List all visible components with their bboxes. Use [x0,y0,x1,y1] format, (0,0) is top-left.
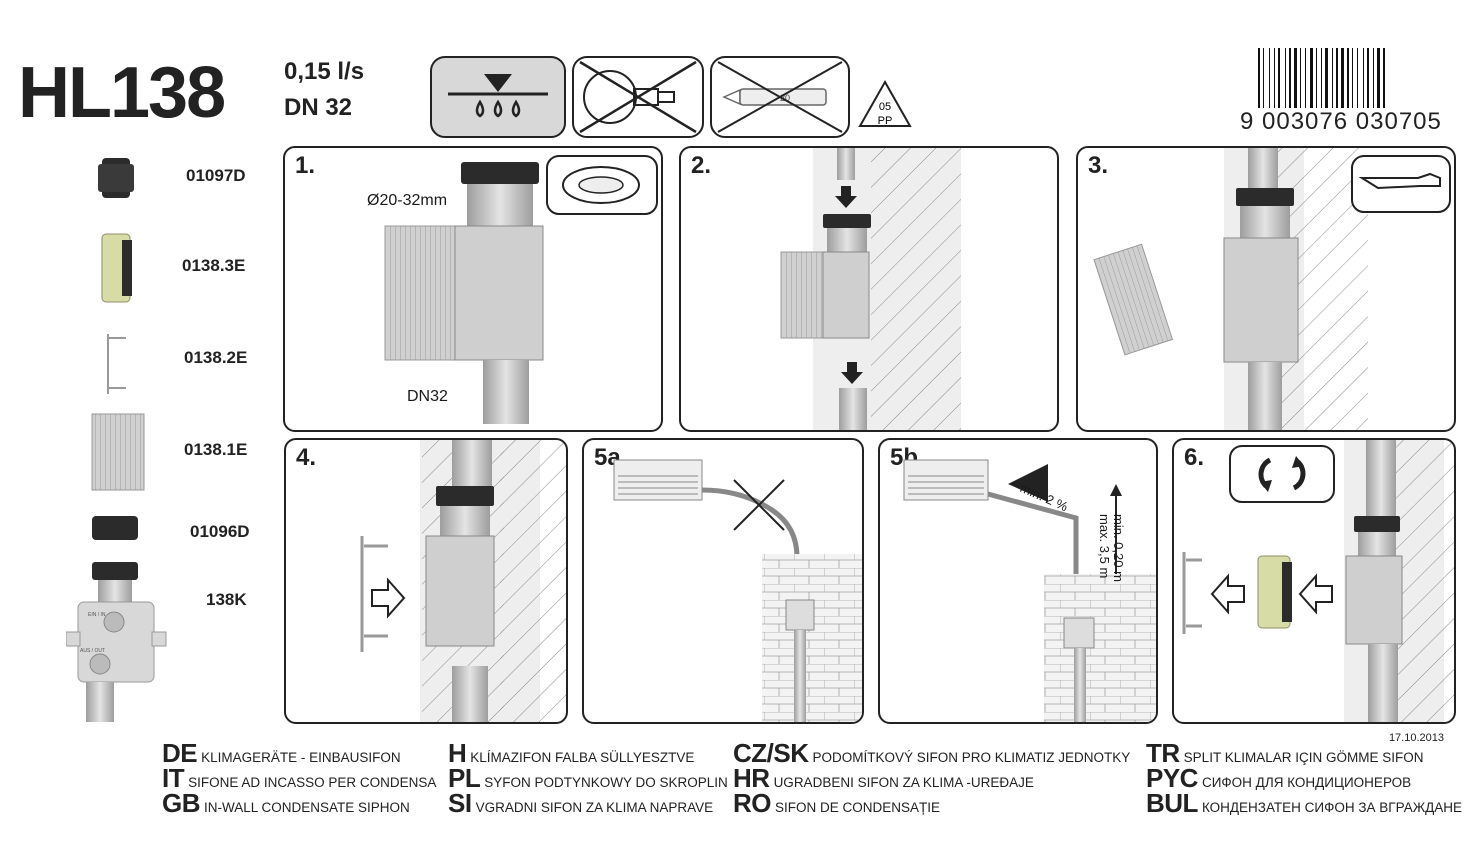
step-label: 6. [1184,444,1205,471]
step-1-panel: 1. Ø20-32mm DN32 [283,146,663,432]
barcode-number: 9 003076 030705 [1240,108,1442,135]
height-max-label: max. 3,5 m [1097,514,1112,579]
step-6-panel: 6. [1172,438,1456,724]
model-title: HL138 [18,53,226,133]
step-label: 4. [296,444,317,471]
step-2-panel: 2. [679,146,1059,432]
part-frame-icon [102,332,132,396]
barcode [1258,48,1448,110]
step-3-panel: 3. [1076,146,1456,432]
part-gasket-icon [96,154,136,202]
language-entry: TRSplit klimalar için gömme sifon [1146,738,1424,768]
part-code: 01097D [186,166,246,185]
document-date: 17.10.2013 [1388,732,1444,744]
language-entry: HKlímazifon falba süllyesztve [448,738,695,768]
recycle-code: 05 [879,101,891,113]
language-entry: PYCСифон для кондиционеров [1146,763,1412,793]
part-extension-icon [90,412,146,492]
svg-text:20: 20 [780,93,790,103]
step-label: 3. [1088,152,1109,179]
step-label: 1. [295,152,316,179]
part-siphon-body-icon: EIN / IN AUS / OUT [66,560,176,724]
language-entry: DEKlimageräte - Einbausifon [162,738,401,768]
part-nut-icon [90,514,140,542]
drip-level-icon [430,56,566,138]
language-entry: ROSifon de condensație [733,788,941,818]
language-entry: PLSyfon podtynkowy do skroplin [448,763,728,793]
language-entry: ITSifone ad incasso per condensa [162,763,437,793]
language-entry: HRUgradbeni sifon za klima -uređaje [733,763,1034,793]
step-5b-panel: 5b. min. 2 % min. 0,20 m max. 3,5 m [878,438,1158,724]
language-entry: SIVgradni sifon za klima naprave [448,788,714,818]
language-entry: CZ/SKPodomítkový sifon pro klimatiz jedn… [733,738,1131,768]
no-torch-icon [572,56,704,138]
part-code: 0138.1E [184,440,248,459]
part-cover-icon [100,232,134,304]
diameter-range-label: Ø20-32mm [367,192,448,209]
svg-text:EIN / IN: EIN / IN [88,612,106,618]
no-glue-icon: 20 [710,56,850,138]
part-code: 138K [206,590,247,609]
pipe-diameter: DN 32 [284,94,353,121]
language-entry: GBIn-wall condensate siphon [162,788,410,818]
step-label: 2. [691,152,712,179]
height-min-label: min. 0,20 m [1111,514,1126,582]
step-4-panel: 4. [284,438,568,724]
part-code: 0138.3E [182,256,246,275]
flow-rate: 0,15 l/s [284,58,365,85]
recycle-material: PP [878,115,893,127]
svg-text:AUS / OUT: AUS / OUT [80,648,105,654]
language-entry: BULКондензатен сифон за вграждане [1146,788,1463,818]
step-5a-panel: 5a. [582,438,864,724]
recycle-pp-icon: 05 PP [856,78,914,134]
part-code: 01096D [190,522,250,541]
part-code: 0138.2E [184,348,248,367]
dn-label: DN32 [407,388,448,405]
